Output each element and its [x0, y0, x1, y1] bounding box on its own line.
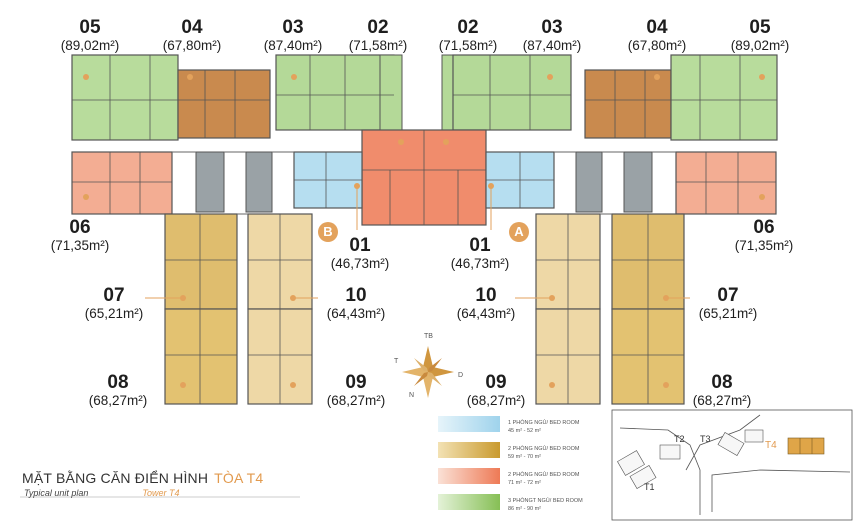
unit-08-left [164, 308, 238, 405]
legend-row-4: 3 PHÒNGT NGỦ/ BED ROOM 86 m² - 90 m² [438, 498, 598, 521]
legend-range: 86 m² - 90 m² [508, 506, 542, 512]
site-label-t1: T1 [644, 482, 655, 492]
subtitle-main: Typical unit plan [24, 488, 89, 498]
unit-02-left [379, 54, 403, 131]
unit-04-right [584, 69, 672, 139]
unit-label-10-left: 10(64,43m²) [326, 285, 386, 321]
unit-label-02-right: 02(71,58m²) [438, 17, 498, 53]
legend-text: 2 PHÒNG NGỦ/ BED ROOM [508, 446, 580, 452]
compass-icon [402, 346, 454, 398]
unit-label-02-left: 02(71,58m²) [348, 17, 408, 53]
stair-core-right-a [575, 151, 603, 213]
title-tower: TÒA T4 [214, 470, 264, 486]
compass-t: T [394, 358, 399, 365]
site-map [611, 409, 853, 521]
legend-text: 1 PHÒNG NGỦ/ BED ROOM [508, 420, 580, 426]
legend-swatch-2br-small [438, 442, 500, 458]
site-label-t2: T2 [674, 434, 685, 444]
unit-06-right [675, 151, 777, 215]
unit-07-left [164, 213, 238, 310]
unit-label-05-left: 05(89,02m²) [60, 17, 120, 53]
unit-label-08-right: 08(68,27m²) [692, 372, 752, 408]
site-label-t4: T4 [765, 440, 777, 451]
unit-label-01-left: 01(46,73m²) [330, 235, 390, 271]
legend-text: 3 PHÒNGT NGỦ/ BED ROOM [508, 498, 583, 504]
legend-text: 2 PHÒNG NGỦ/ BED ROOM [508, 472, 580, 478]
compass-d: D [458, 372, 464, 379]
legend-swatch-2br-large [438, 468, 500, 484]
stair-core-right-b [623, 151, 653, 213]
unit-label-07-left: 07(65,21m²) [84, 285, 144, 321]
legend-row-3: 2 PHÒNG NGỦ/ BED ROOM 71 m² - 72 m² [438, 472, 598, 495]
unit-label-03-right: 03(87,40m²) [522, 17, 582, 53]
unit-05-right [670, 54, 778, 141]
unit-06-left [71, 151, 173, 215]
unit-label-09-left: 09(68,27m²) [326, 372, 386, 408]
site-label-t3: T3 [700, 434, 711, 444]
unit-label-05-right: 05(89,02m²) [730, 17, 790, 53]
unit-05-left [71, 54, 179, 141]
unit-label-07-right: 07(65,21m²) [698, 285, 758, 321]
subtitle-tower: Tower T4 [142, 488, 180, 498]
title-main: MẶT BẰNG CĂN ĐIỂN HÌNH [22, 470, 209, 486]
unit-label-01-right: 01(46,73m²) [450, 235, 510, 271]
legend-swatch-3br [438, 494, 500, 510]
wing-marker-b: B [318, 222, 338, 242]
unit-label-04-right: 04(67,80m²) [627, 17, 687, 53]
wing-marker-a: A [509, 222, 529, 242]
unit-label-04-left: 04(67,80m²) [162, 17, 222, 53]
legend-row-2: 2 PHÒNG NGỦ/ BED ROOM 59 m² - 70 m² [438, 446, 598, 469]
unit-04-left [177, 69, 271, 139]
unit-label-03-left: 03(87,40m²) [263, 17, 323, 53]
legend-range: 71 m² - 72 m² [508, 480, 542, 486]
unit-label-06-right: 06(71,35m²) [734, 217, 794, 253]
compass-tb: TB [424, 333, 433, 340]
legend-range: 59 m² - 70 m² [508, 454, 542, 460]
stair-core-left-a [195, 151, 225, 213]
stair-core-left-b [245, 151, 273, 213]
unit-03-left [275, 54, 395, 131]
unit-label-06-left: 06(71,35m²) [50, 217, 110, 253]
page-subtitle: Typical unit plan Tower T4 [24, 488, 180, 498]
legend-row-1: 1 PHÒNG NGỦ/ BED ROOM 45 m² - 52 m² [438, 420, 598, 443]
page-title: MẶT BẰNG CĂN ĐIỂN HÌNH TÒA T4 [22, 470, 263, 486]
unit-label-08-left: 08(68,27m²) [88, 372, 148, 408]
unit-03-right [452, 54, 572, 131]
compass-n: N [409, 392, 415, 399]
unit-label-09-right: 09(68,27m²) [466, 372, 526, 408]
legend-range: 45 m² - 52 m² [508, 428, 542, 434]
unit-label-10-right: 10(64,43m²) [456, 285, 516, 321]
legend-swatch-1br-small [438, 416, 500, 432]
